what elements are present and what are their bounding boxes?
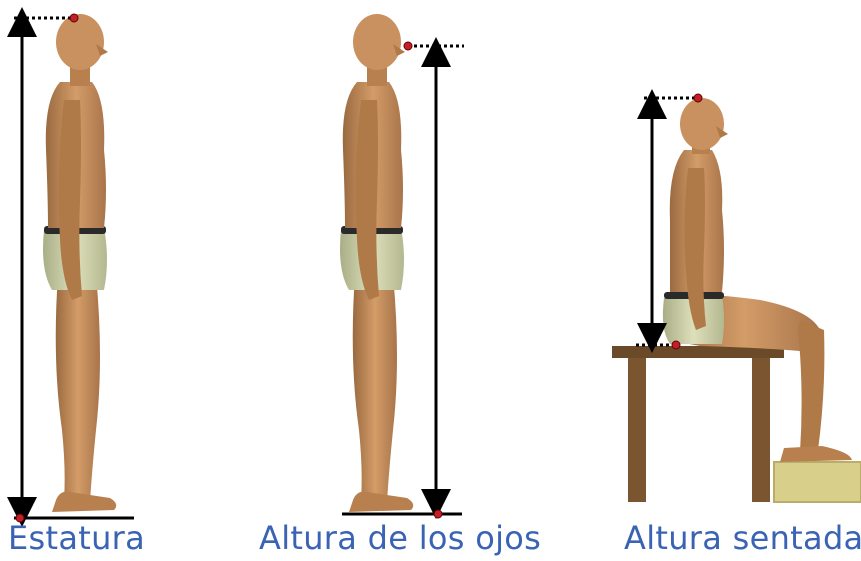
footrest [774, 462, 861, 502]
standing-figure [340, 14, 413, 512]
panel-eye-height [340, 14, 464, 518]
caption-stature: Estatura [8, 519, 145, 557]
caption-eye-height: Altura de los ojos [259, 519, 541, 557]
panel-sitting-height [612, 94, 861, 502]
standing-figure [43, 14, 116, 512]
stool [612, 346, 784, 502]
panel-stature [14, 14, 134, 522]
caption-sitting-height: Altura sentada [624, 519, 861, 557]
